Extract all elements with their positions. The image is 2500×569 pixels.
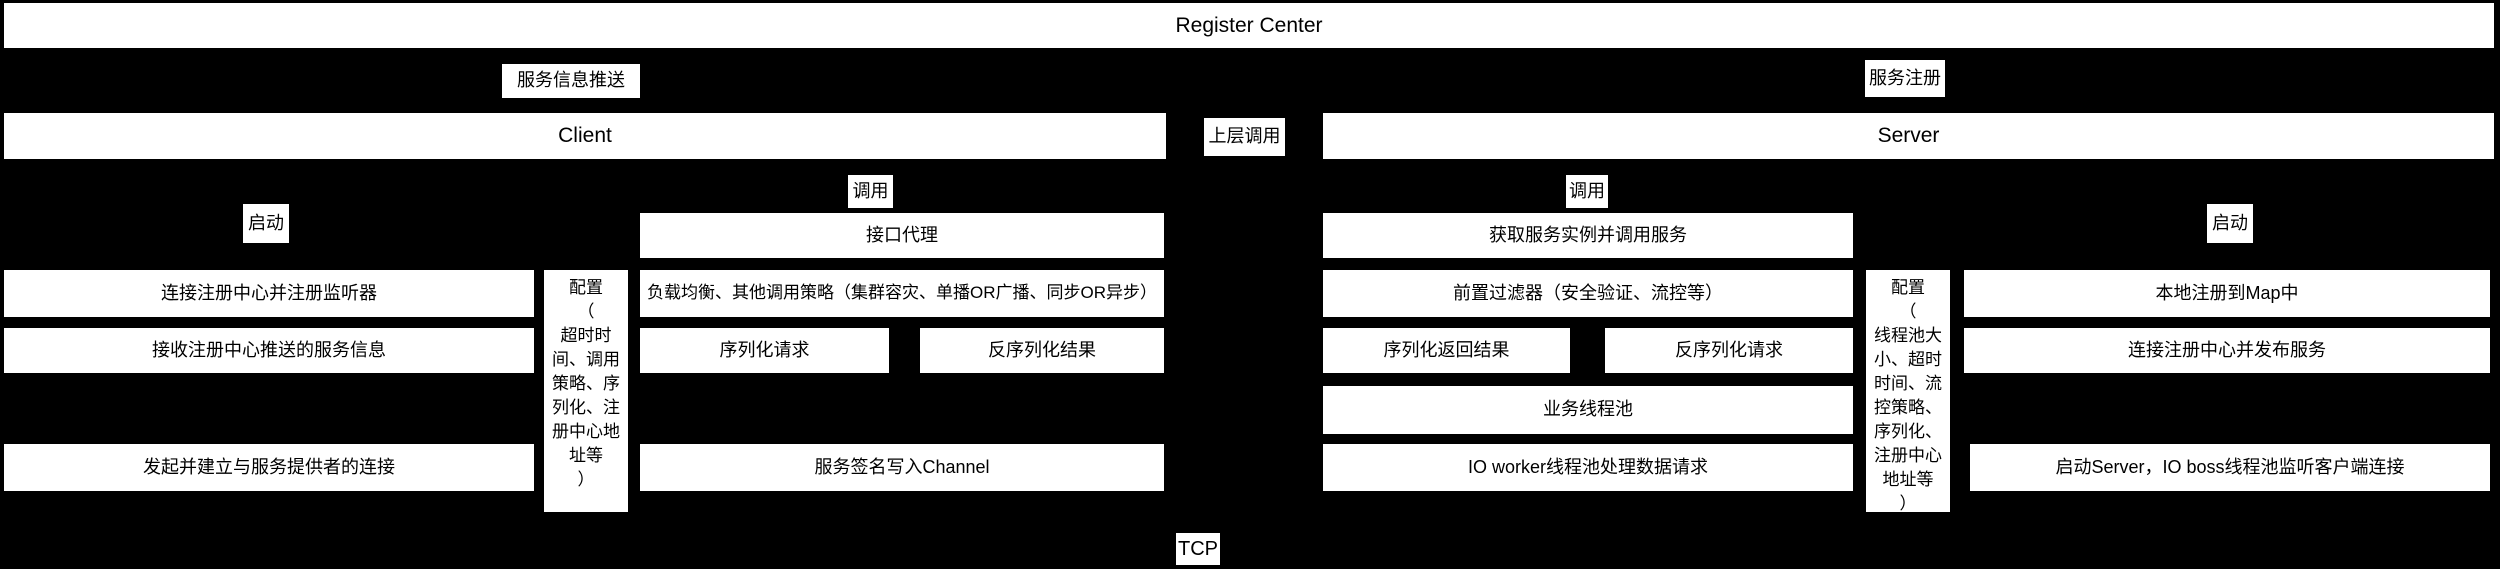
write-channel-box: 服务签名写入Channel (640, 444, 1164, 491)
client-step-connect-provider-box: 发起并建立与服务提供者的连接 (4, 444, 534, 491)
io-worker-pool-box: IO worker线程池处理数据请求 (1323, 444, 1853, 491)
upper-layer-call-label: 上层调用 (1204, 118, 1285, 156)
client-start-label: 启动 (243, 204, 289, 243)
register-center-bar: Register Center (4, 3, 2494, 48)
server-step-publish-service-box: 连接注册中心并发布服务 (1964, 328, 2490, 373)
tcp-bar: TCP (1176, 533, 1220, 565)
deserialize-result-box: 反序列化结果 (920, 328, 1164, 373)
business-thread-pool-box: 业务线程池 (1323, 386, 1853, 434)
server-bar: Server (1323, 113, 2494, 159)
server-step-local-register-box: 本地注册到Map中 (1964, 270, 2490, 317)
service-register-label: 服务注册 (1865, 60, 1945, 97)
service-info-push-label: 服务信息推送 (502, 64, 640, 98)
server-call-label: 调用 (1566, 175, 1608, 208)
client-call-label: 调用 (848, 175, 893, 208)
serialize-return-result-box: 序列化返回结果 (1323, 328, 1570, 373)
load-balance-strategy-box: 负载均衡、其他调用策略（集群容灾、单播OR广播、同步OR异步） (640, 270, 1164, 317)
interface-proxy-box: 接口代理 (640, 213, 1164, 258)
get-service-instance-box: 获取服务实例并调用服务 (1323, 213, 1853, 258)
client-step-register-listener-box: 连接注册中心并注册监听器 (4, 270, 534, 317)
server-step-start-server-box: 启动Server，IO boss线程池监听客户端连接 (1970, 444, 2490, 491)
client-config-column: 配置 （ 超时时 间、调用 策略、序 列化、注 册中心地 址等 ） (544, 270, 628, 512)
pre-filter-box: 前置过滤器（安全验证、流控等） (1323, 270, 1853, 317)
client-step-receive-push-box: 接收注册中心推送的服务信息 (4, 328, 534, 373)
server-start-label: 启动 (2207, 204, 2253, 243)
serialize-request-box: 序列化请求 (640, 328, 889, 373)
server-config-column: 配置 （ 线程池大 小、超时 时间、流 控策略、 序列化、 注册中心 地址等 ） (1866, 270, 1950, 513)
client-bar: Client (4, 113, 1166, 159)
deserialize-request-box: 反序列化请求 (1605, 328, 1853, 373)
